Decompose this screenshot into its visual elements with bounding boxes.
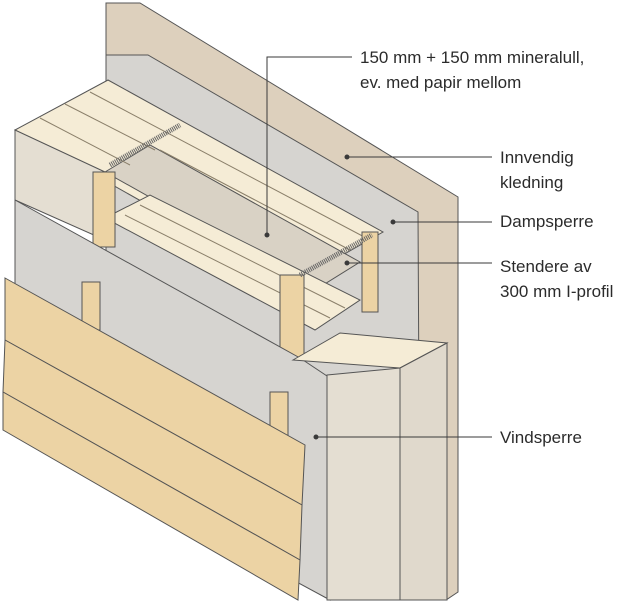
- label-insulation: 150 mm + 150 mm mineralull, ev. med papi…: [360, 45, 584, 95]
- label-line: kledning: [500, 173, 564, 192]
- i-profile-web: [298, 232, 374, 278]
- leader-lines: [264, 56, 492, 440]
- stud: [92, 171, 116, 248]
- exterior-cladding-board: [2, 391, 301, 601]
- i-profile-web: [108, 122, 182, 168]
- label-studs: Stendere av 300 mm I-profil: [500, 254, 613, 304]
- stud: [279, 274, 305, 361]
- label-line: 150 mm + 150 mm mineralull,: [360, 48, 585, 67]
- label-wind-barrier: Vindsperre: [500, 425, 582, 450]
- label-line: Dampsperre: [500, 212, 594, 231]
- label-line: 300 mm I-profil: [500, 282, 614, 301]
- lower-insulation-front: [326, 367, 401, 601]
- stud: [361, 231, 379, 313]
- label-interior-cladding: Innvendig kledning: [500, 145, 574, 195]
- lower-insulation-side: [399, 342, 448, 601]
- label-vapour-barrier: Dampsperre: [500, 209, 594, 234]
- label-line: Vindsperre: [500, 428, 582, 447]
- label-line: Innvendig: [500, 148, 574, 167]
- label-line: Stendere av: [500, 257, 592, 276]
- label-line: ev. med papir mellom: [360, 73, 522, 92]
